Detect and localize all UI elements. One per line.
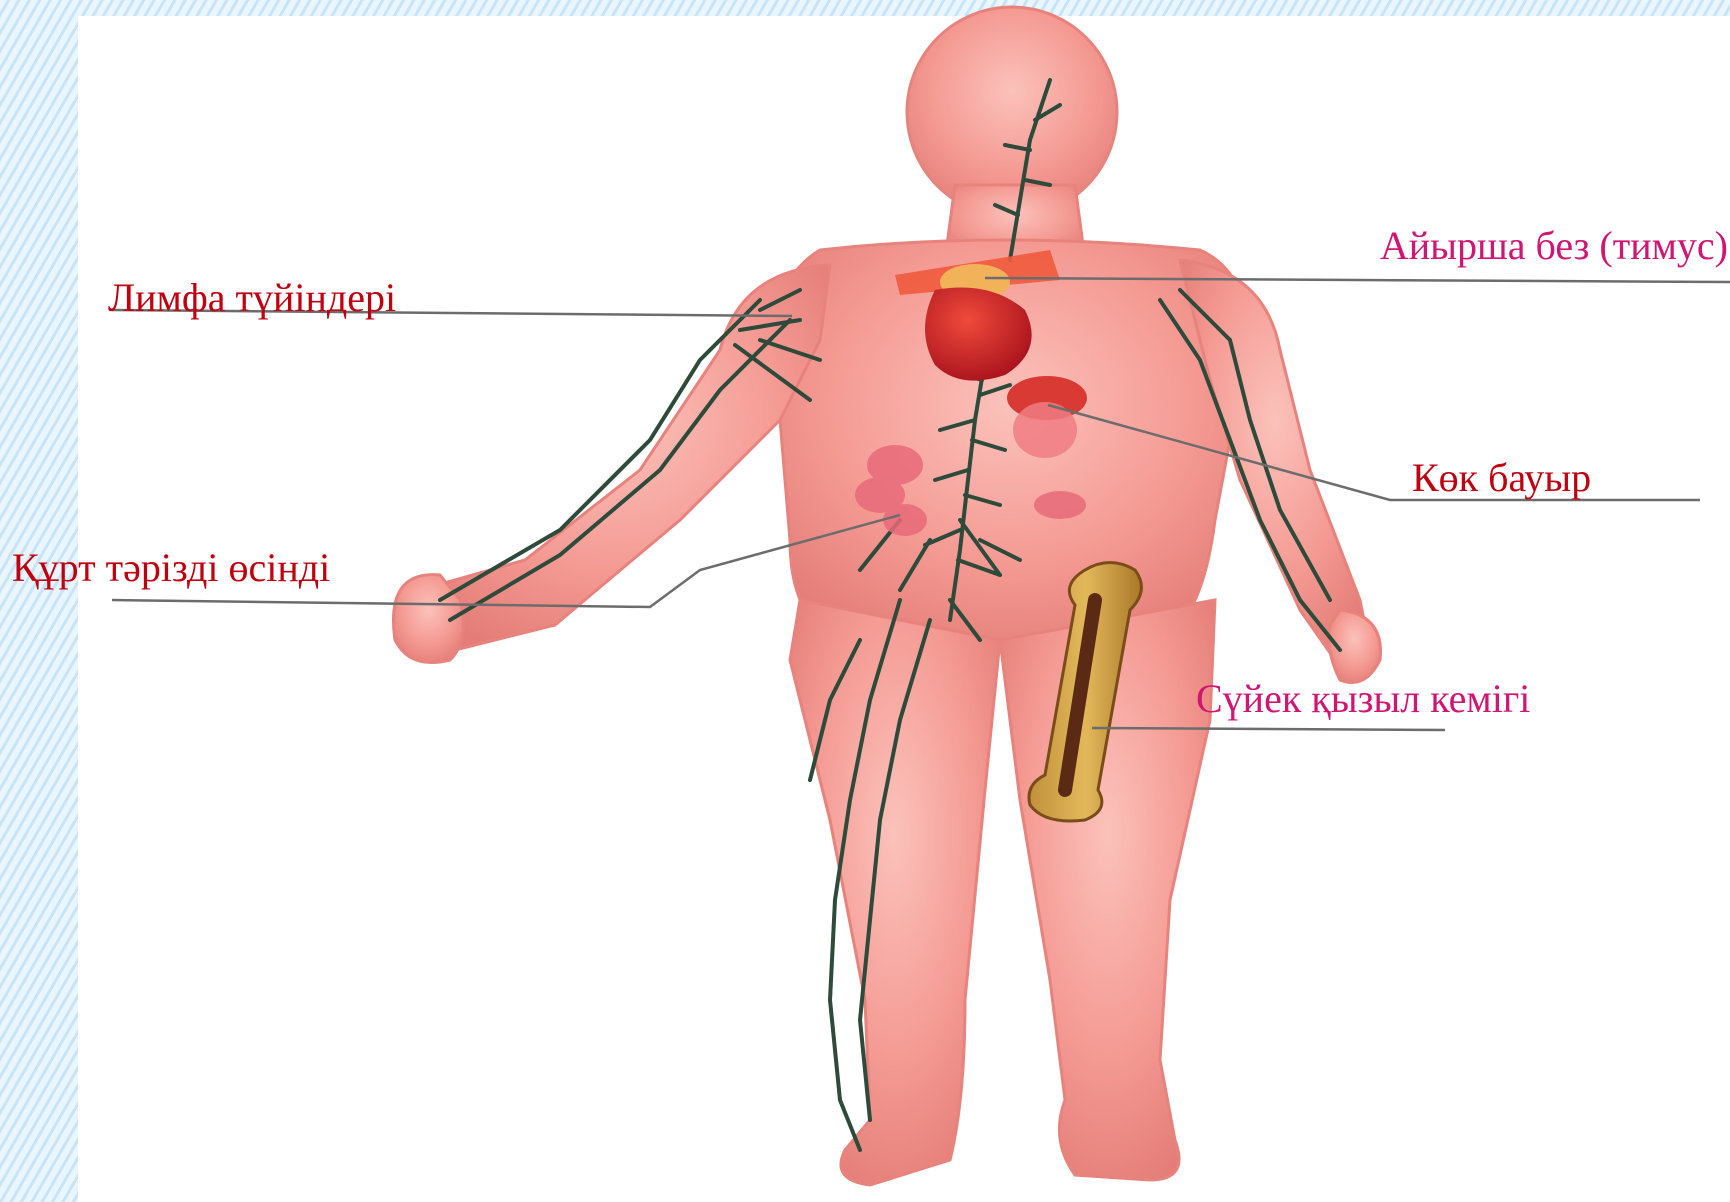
human-body-silhouette: [393, 7, 1380, 1185]
label-lymph-nodes: Лимфа түйіндері: [108, 276, 396, 320]
label-thymus: Айырша без (тимус): [1380, 224, 1728, 268]
label-spleen: Көк бауыр: [1412, 456, 1591, 500]
label-appendix: Құрт тәрізді өсінді: [12, 546, 330, 590]
label-bone-marrow: Сүйек қызыл кемігі: [1196, 677, 1530, 721]
